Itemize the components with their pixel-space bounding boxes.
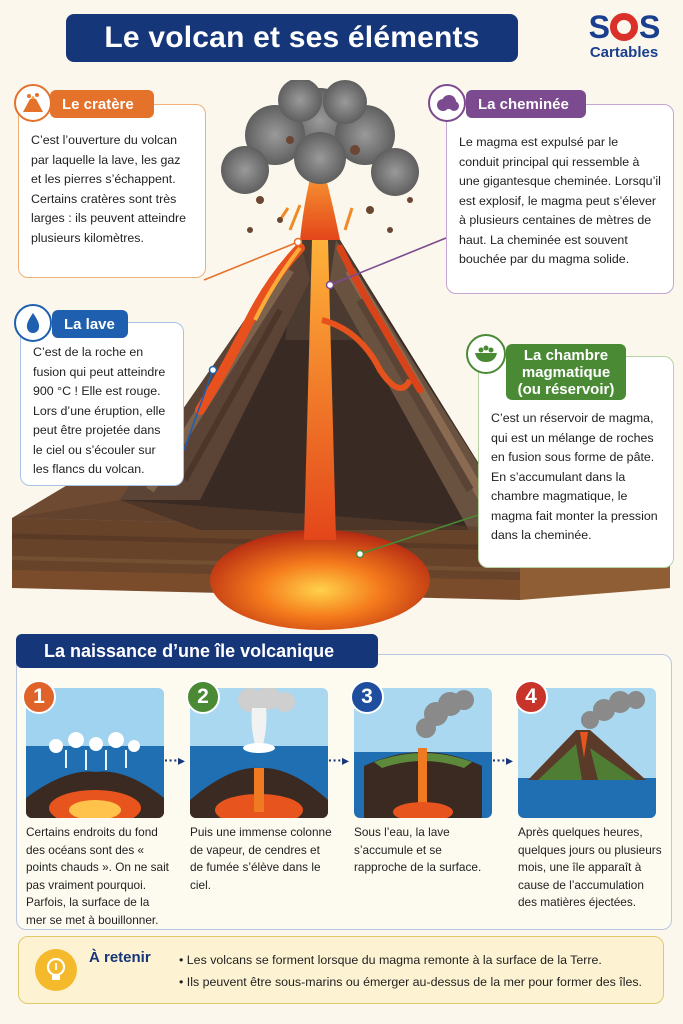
lightbulb-icon bbox=[35, 949, 77, 991]
step-3-image bbox=[354, 688, 492, 818]
retain-item-text: Les volcans se forment lorsque du magma … bbox=[186, 953, 602, 967]
island-section-title: La naissance d’une île volcanique bbox=[16, 634, 378, 668]
bowl-icon bbox=[466, 334, 506, 374]
page-title: Le volcan et ses éléments bbox=[66, 14, 518, 62]
retain-item: • Les volcans se forment lorsque du magm… bbox=[179, 953, 602, 967]
step-4-image bbox=[518, 688, 656, 818]
retain-list: • Les volcans se forment lorsque du magm… bbox=[179, 949, 649, 993]
cloud-icon bbox=[428, 84, 466, 122]
step-1-text: Certains endroits du fond des océans son… bbox=[26, 825, 169, 927]
chamber-label: La chambre magmatique (ou réservoir) bbox=[506, 344, 626, 400]
step-4-number: 4 bbox=[514, 680, 548, 714]
arrow-right-icon: ···▸ bbox=[492, 752, 514, 768]
retain-item: • Ils peuvent être sous-marins ou émerge… bbox=[179, 975, 642, 989]
crater-card: C’est l’ouverture du volcan par laquelle… bbox=[18, 104, 206, 278]
arrow-right-icon: ···▸ bbox=[164, 752, 186, 768]
lava-label: La lave bbox=[52, 310, 128, 338]
retain-box: À retenir • Les volcans se forment lorsq… bbox=[18, 936, 664, 1004]
step-4-text: Après quelques heures, quelques jours ou… bbox=[518, 825, 662, 909]
lava-text: C’est de la roche en fusion qui peut att… bbox=[33, 345, 166, 476]
chamber-label-text: La chambre magmatique (ou réservoir) bbox=[517, 346, 615, 398]
step-3-text: Sous l’eau, la lave s’accumule et se rap… bbox=[354, 825, 482, 874]
chimney-text: Le magma est expulsé par le conduit prin… bbox=[459, 135, 661, 266]
chamber-text: C’est un réservoir de magma, qui est un … bbox=[491, 411, 658, 542]
crater-text: C’est l’ouverture du volcan par laquelle… bbox=[31, 133, 186, 245]
retain-item-text: Ils peuvent être sous-marins ou émerger … bbox=[186, 975, 642, 989]
volcano-icon bbox=[14, 84, 52, 122]
retain-title: À retenir bbox=[89, 949, 151, 966]
chimney-card: Le magma est expulsé par le conduit prin… bbox=[446, 104, 674, 294]
step-2-number: 2 bbox=[186, 680, 220, 714]
arrow-right-icon: ···▸ bbox=[328, 752, 350, 768]
logo-bottom-text: Cartables bbox=[589, 44, 659, 61]
chimney-label: La cheminée bbox=[466, 90, 586, 118]
step-2-text: Puis une immense colonne de vapeur, de c… bbox=[190, 825, 332, 892]
step-1-number: 1 bbox=[22, 680, 56, 714]
lifebuoy-icon bbox=[610, 13, 638, 41]
crater-label: Le cratère bbox=[50, 90, 154, 118]
volcano-illustration bbox=[11, 80, 671, 630]
step-3-number: 3 bbox=[350, 680, 384, 714]
drop-icon bbox=[14, 304, 52, 342]
lava-card: C’est de la roche en fusion qui peut att… bbox=[20, 322, 184, 486]
